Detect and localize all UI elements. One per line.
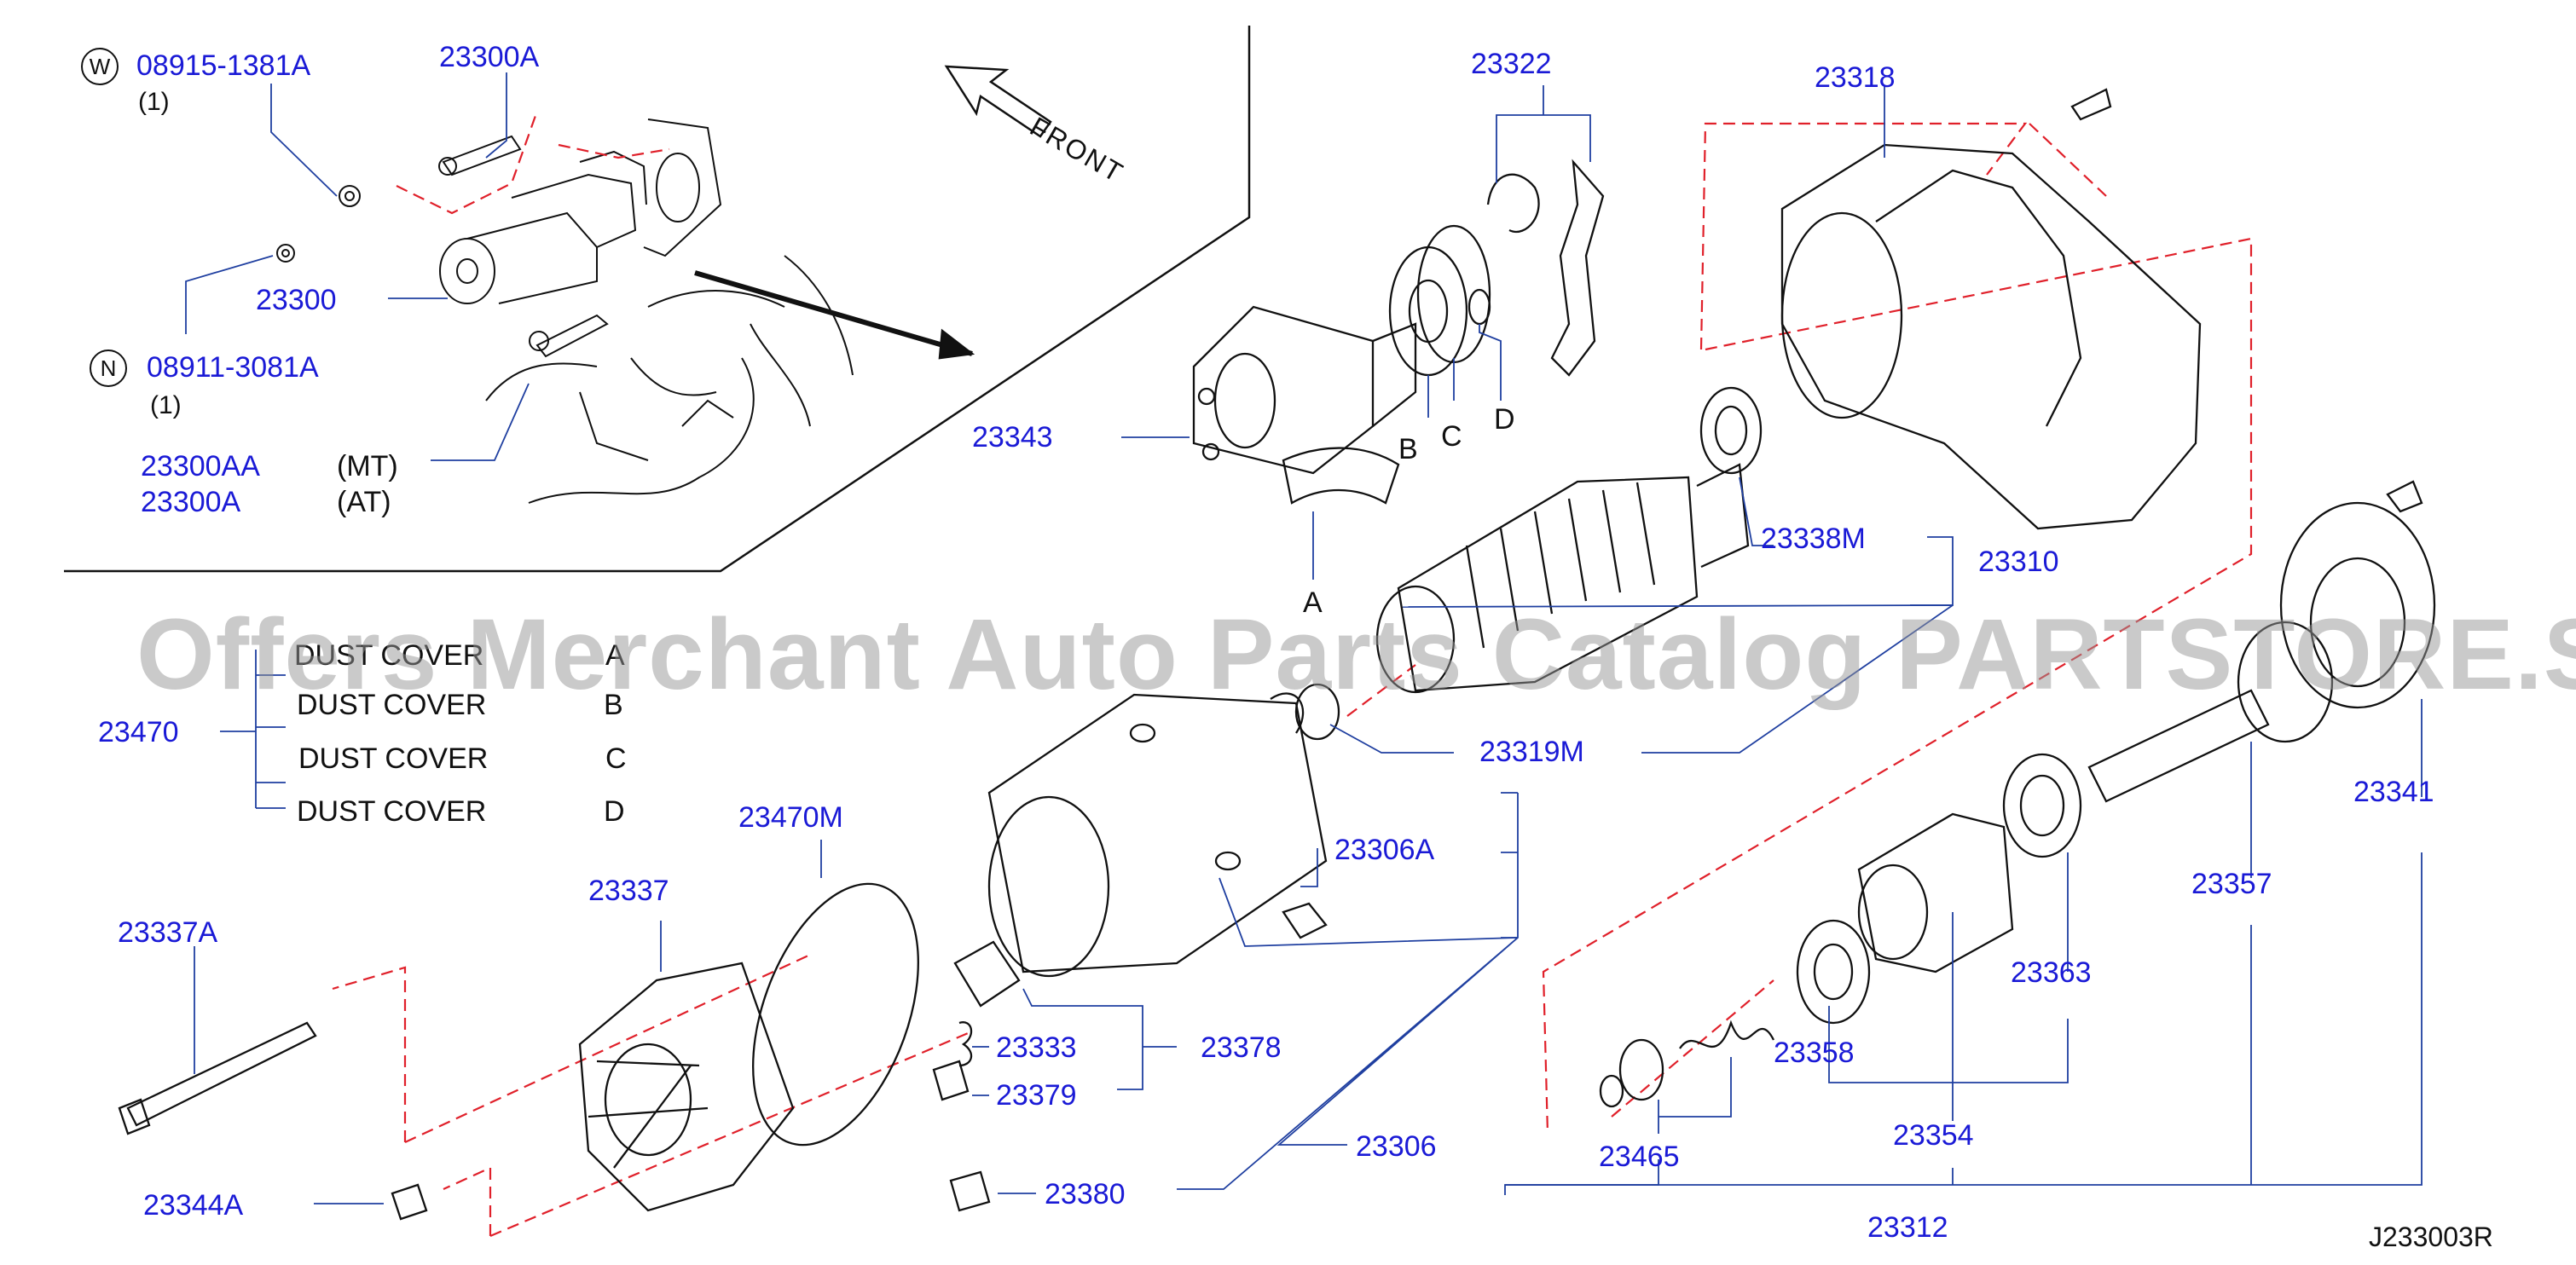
screw-23306A	[1282, 902, 1328, 939]
part-label-23358[interactable]: 23358	[1774, 1037, 1855, 1069]
end-frame-23337	[578, 962, 795, 1212]
variant-mt: (MT)	[337, 450, 398, 482]
spring-23465	[1679, 1020, 1775, 1049]
marker-a: A	[1303, 586, 1323, 619]
bolt-23337A	[126, 1021, 317, 1127]
bearing-23338M	[1699, 386, 1763, 475]
bearing-23363	[2002, 753, 2082, 858]
part-label-23306A[interactable]: 23306A	[1334, 834, 1435, 866]
inset-starter-sketch	[276, 118, 854, 504]
housing-23318	[1780, 143, 2202, 530]
front-arrow-icon	[944, 65, 1052, 138]
dust-cover-d-text: DUST COVER	[297, 795, 487, 828]
dust-cover-c-text: DUST COVER	[298, 742, 489, 775]
marker-c: C	[1441, 420, 1462, 453]
part-label-23310[interactable]: 23310	[1978, 546, 2059, 578]
gear-23354	[1857, 812, 2014, 973]
direction-arrowhead	[938, 328, 975, 360]
part-label-23337[interactable]: 23337	[588, 875, 669, 907]
part-label-23306[interactable]: 23306	[1356, 1130, 1437, 1163]
dust-cover-b-text: DUST COVER	[297, 689, 487, 721]
marker-d: D	[1494, 403, 1515, 436]
part-label-08911-3081A[interactable]: 08911-3081A	[147, 351, 319, 384]
plate-23341	[2279, 501, 2436, 709]
part-label-23318[interactable]: 23318	[1815, 61, 1896, 94]
armature-23310	[1397, 476, 1699, 692]
n-symbol-badge: N	[90, 349, 127, 387]
screw-23344A	[391, 1183, 428, 1221]
part-label-23338M[interactable]: 23338M	[1761, 523, 1866, 555]
oring-23470M	[752, 882, 919, 1147]
part-label-23300AA[interactable]: 23300AA	[141, 450, 260, 482]
brush-holder-23378	[953, 940, 1021, 1008]
part-label-23378[interactable]: 23378	[1201, 1031, 1282, 1064]
dust-cover-a-text: DUST COVER	[294, 639, 484, 672]
dust-cover-a-letter: A	[605, 639, 625, 672]
part-label-23380[interactable]: 23380	[1045, 1178, 1126, 1210]
qty-08911-3081A: (1)	[150, 391, 182, 419]
part-label-23333[interactable]: 23333	[996, 1031, 1077, 1064]
shaft-23357	[2087, 689, 2270, 803]
dust-cover-c-letter: C	[605, 742, 627, 775]
ring-c	[1416, 224, 1491, 364]
w-symbol-badge: W	[81, 48, 119, 85]
part-label-23363[interactable]: 23363	[2011, 956, 2092, 989]
washer-23319M	[1294, 683, 1340, 741]
dust-cover-b-letter: B	[604, 689, 623, 721]
ring-d	[1467, 288, 1491, 326]
part-label-23379[interactable]: 23379	[996, 1079, 1077, 1112]
marker-b: B	[1398, 433, 1418, 465]
part-label-23470M[interactable]: 23470M	[738, 801, 843, 834]
part-label-23470[interactable]: 23470	[98, 716, 179, 748]
variant-at: (AT)	[337, 486, 391, 518]
dust-cover-d-letter: D	[604, 795, 625, 828]
ring-b	[1388, 245, 1468, 377]
main-parts-sketch	[118, 88, 2436, 1221]
diagram-code: J233003R	[2369, 1222, 2493, 1252]
part-label-23319M[interactable]: 23319M	[1479, 736, 1584, 768]
part-label-23312[interactable]: 23312	[1867, 1211, 1948, 1244]
part-label-23300A[interactable]: 23300A	[141, 486, 241, 518]
qty-08915-1381A: (1)	[138, 88, 170, 116]
part-label-08915-1381A[interactable]: 08915-1381A	[136, 49, 311, 82]
part-label-23322[interactable]: 23322	[1471, 48, 1552, 80]
yoke-23306	[987, 693, 1328, 973]
part-label-23300A-top[interactable]: 23300A	[439, 41, 540, 73]
spring-23322	[1486, 173, 1540, 233]
inset-frame	[64, 26, 1251, 573]
part-label-23300[interactable]: 23300	[256, 284, 337, 316]
part-label-23465[interactable]: 23465	[1599, 1141, 1680, 1173]
bearing-23358	[1796, 919, 1871, 1025]
direction-arrow	[694, 270, 973, 356]
leader-lines	[185, 72, 2423, 1204]
part-label-23341[interactable]: 23341	[2353, 776, 2434, 808]
part-label-23337A[interactable]: 23337A	[118, 916, 218, 949]
watermark-text: Offers Merchant Auto Parts Catalog PARTS…	[136, 598, 2576, 711]
part-label-23354[interactable]: 23354	[1893, 1119, 1974, 1152]
part-label-23343[interactable]: 23343	[972, 421, 1053, 453]
part-label-23357[interactable]: 23357	[2191, 868, 2272, 900]
part-label-23344A[interactable]: 23344A	[143, 1189, 244, 1222]
plate-a	[1282, 447, 1400, 505]
